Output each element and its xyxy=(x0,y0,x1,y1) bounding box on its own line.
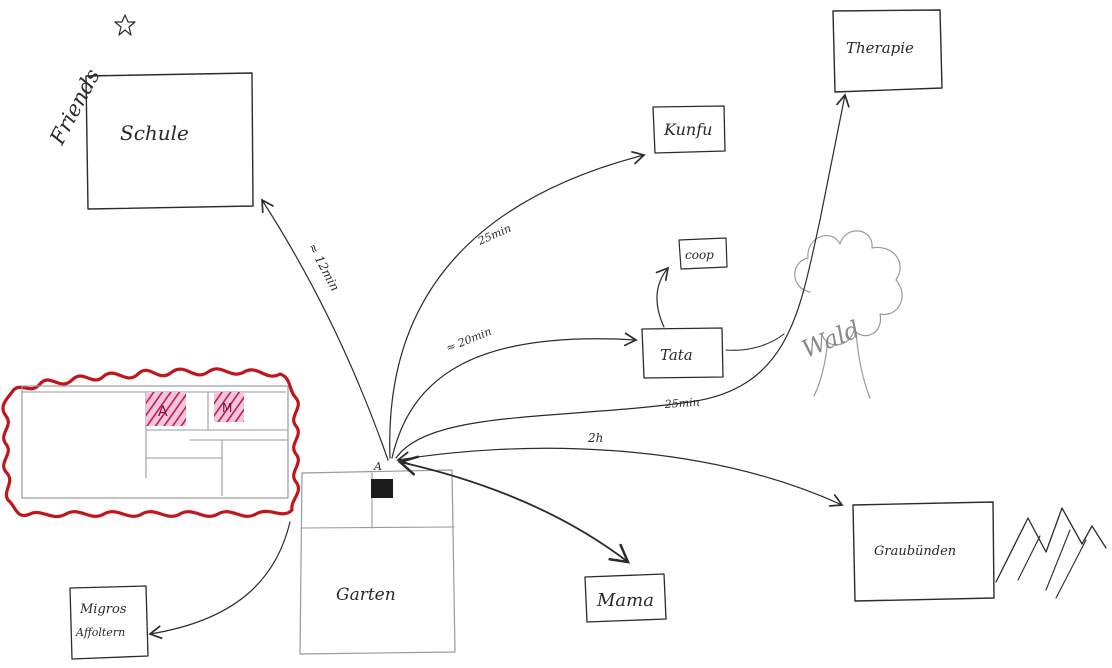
therapie-label: Therapie xyxy=(846,39,914,57)
migros-label-line2: Affoltern xyxy=(75,626,125,639)
kungfu-node: Kunfu xyxy=(652,105,726,154)
home-marker xyxy=(371,479,393,498)
schule-label: Schule xyxy=(120,121,189,145)
edge-kungfu-label: 25min xyxy=(475,222,513,249)
plan-room-a-label: A xyxy=(158,404,168,420)
migros-node: Migros Affoltern xyxy=(69,585,149,660)
mama-label: Mama xyxy=(596,590,654,611)
edge-to-graubuenden xyxy=(396,447,844,507)
edge-therapie-label: 25min xyxy=(663,396,700,411)
home-marker-label: A xyxy=(373,460,382,473)
plan-room-a xyxy=(146,392,186,426)
edge-schule-label: ≈ 12min xyxy=(305,241,342,294)
therapie-node: Therapie xyxy=(832,9,943,93)
plan-room-m xyxy=(214,392,244,422)
edge-to-mama xyxy=(397,455,631,564)
wald-label: Wald xyxy=(798,315,864,363)
coop-label: coop xyxy=(685,248,714,262)
mountains-icon xyxy=(995,507,1107,599)
edge-tata-to-wald xyxy=(725,333,785,351)
star-icon xyxy=(114,14,136,36)
edge-to-tata xyxy=(391,332,638,459)
mama-node: Mama xyxy=(584,573,667,623)
graubuenden-node: Graubünden xyxy=(852,501,995,602)
edge-tata-label: ≈ 20min xyxy=(444,325,493,355)
plan-outline xyxy=(1,367,301,519)
plan-room-m-label: M xyxy=(222,401,232,415)
graubuenden-label: Graubünden xyxy=(874,544,956,559)
edge-to-migros xyxy=(148,521,291,640)
friends-label: Friends xyxy=(45,65,105,149)
edge-to-kungfu xyxy=(389,151,646,459)
tree-icon xyxy=(794,230,903,399)
coop-node: coop xyxy=(678,237,728,270)
garten-label: Garten xyxy=(336,585,396,605)
migros-label-line1: Migros xyxy=(79,602,127,617)
schule-node: Schule xyxy=(85,72,254,210)
tata-node: Tata xyxy=(641,327,724,379)
kungfu-label: Kunfu xyxy=(663,120,712,139)
edge-to-schule xyxy=(261,198,389,461)
edge-to-therapie xyxy=(395,93,850,459)
tata-label: Tata xyxy=(660,346,693,364)
edge-tata-to-coop xyxy=(655,266,670,328)
floor-plan: A M xyxy=(1,367,301,519)
edge-graubuenden-label: 2h xyxy=(587,431,603,445)
